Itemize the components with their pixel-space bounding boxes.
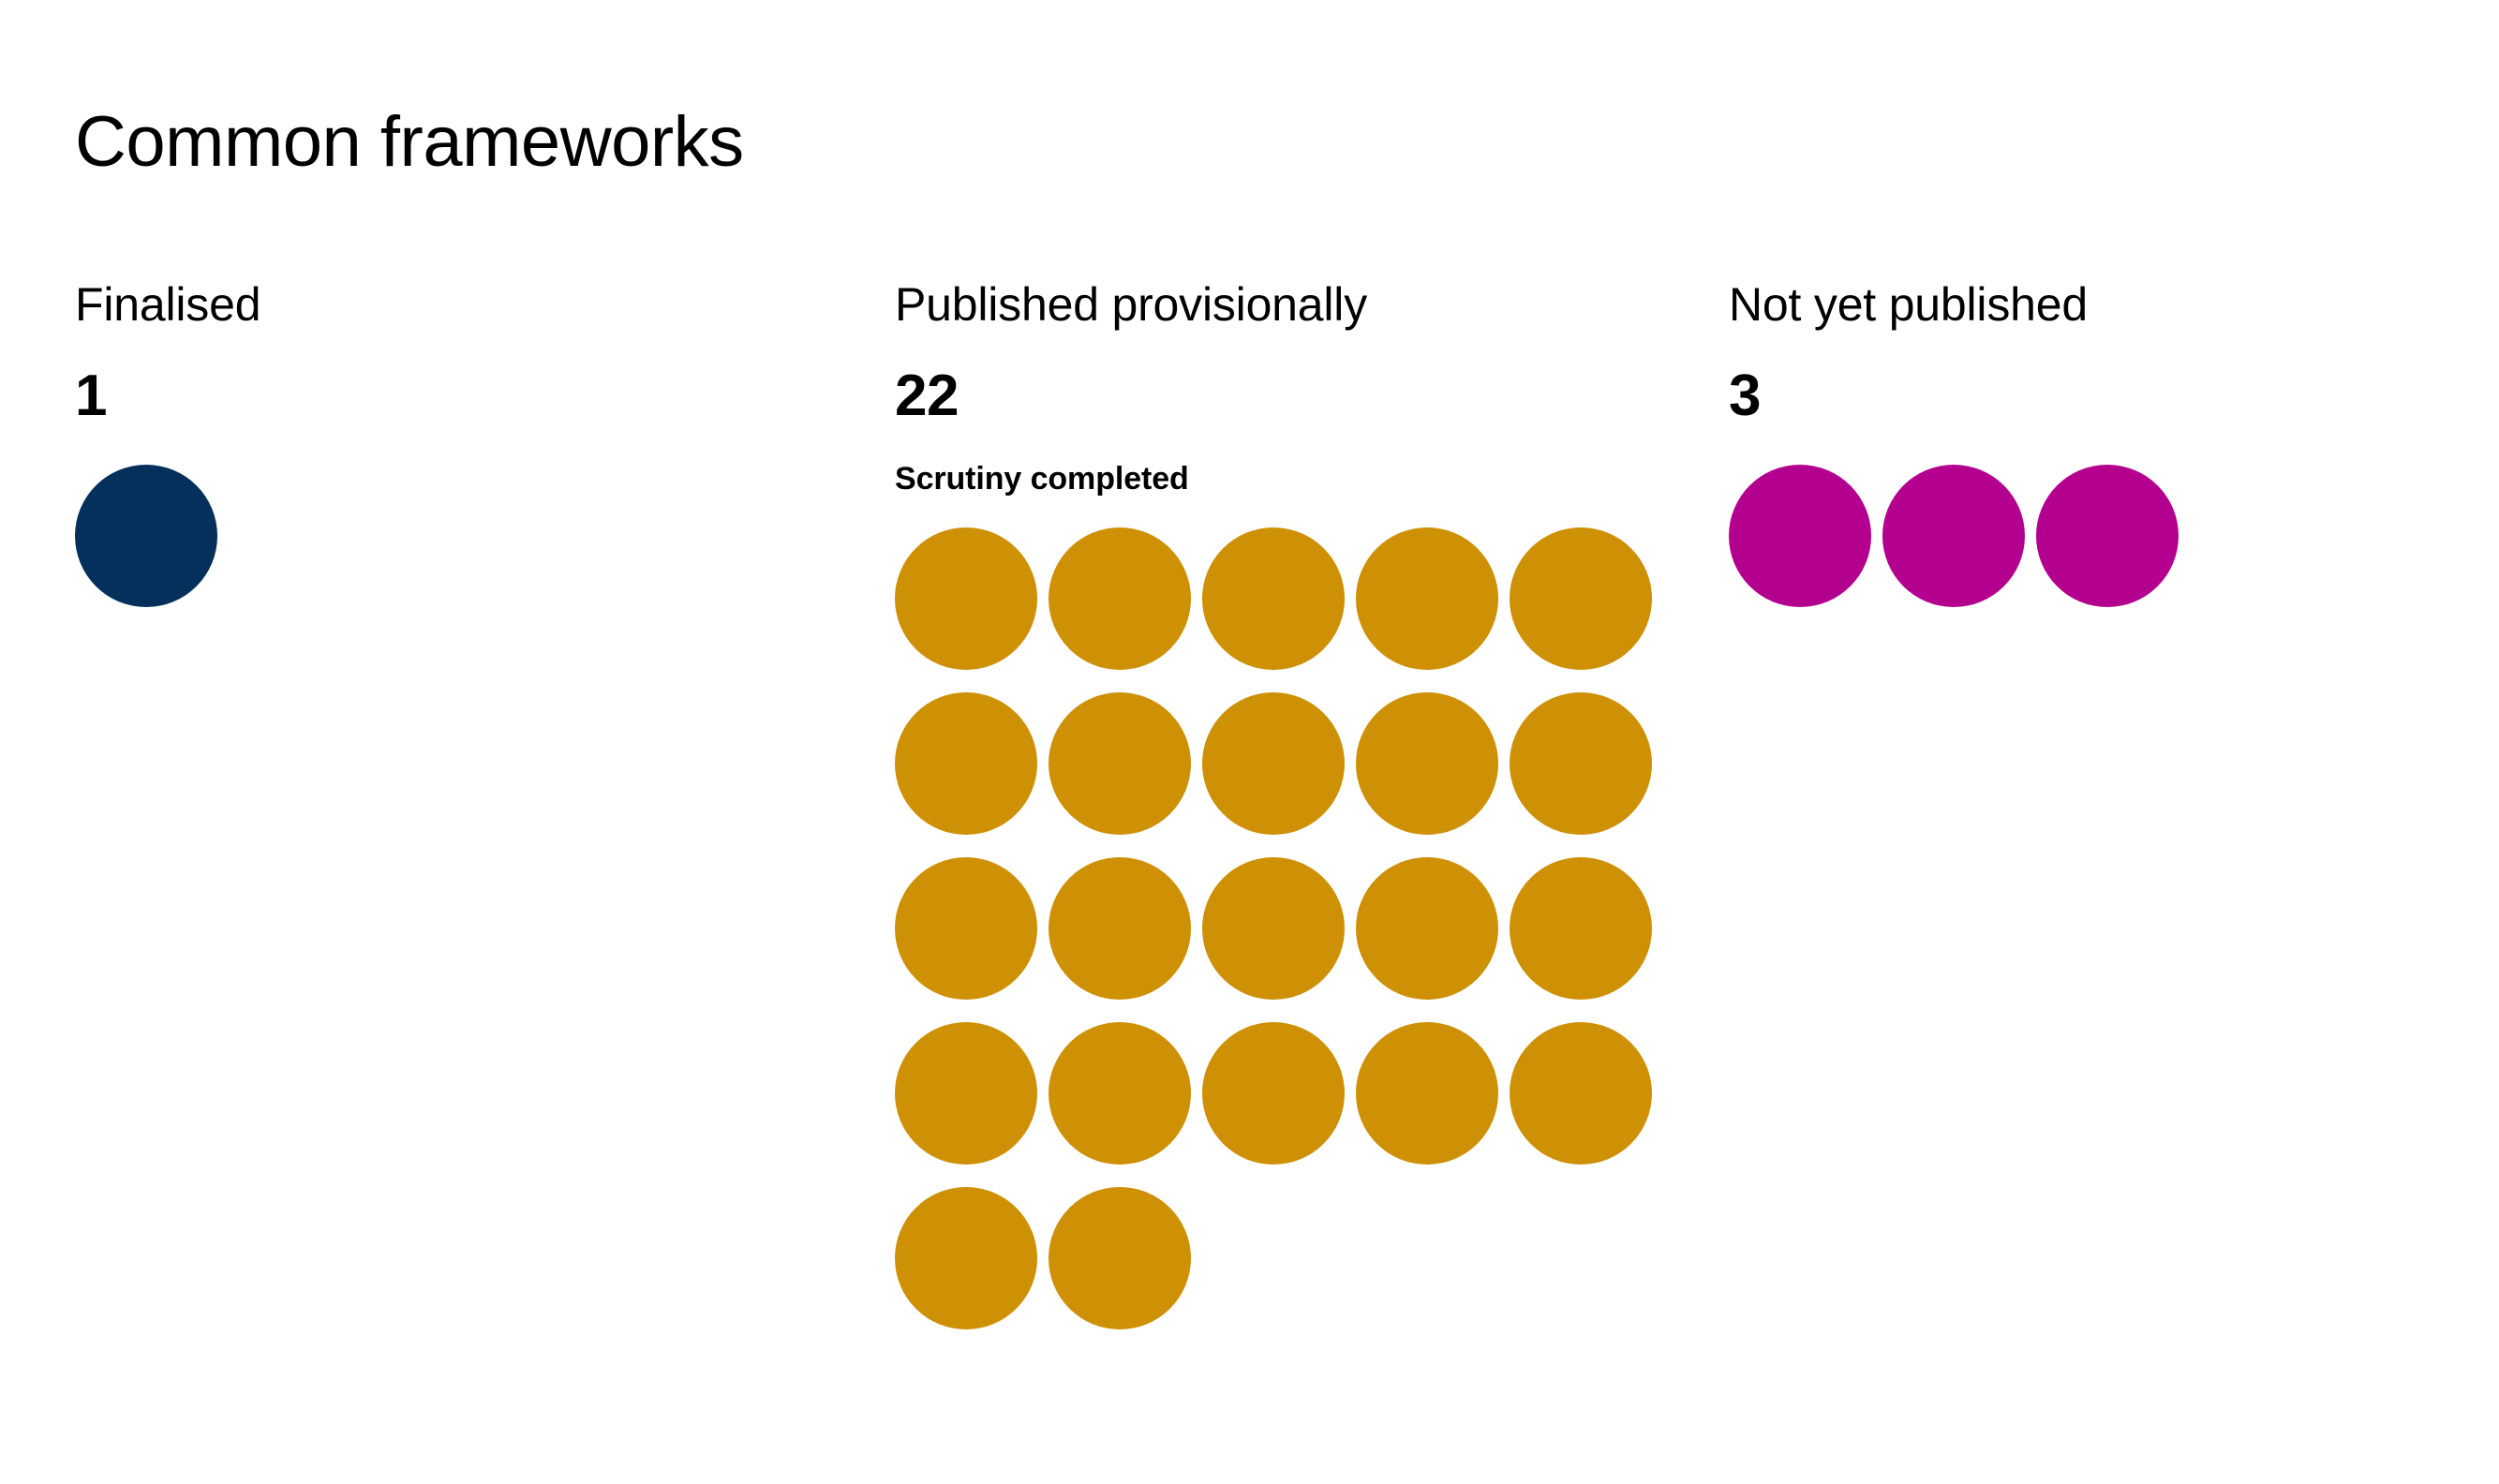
dot-cell (1356, 857, 1510, 1022)
pictogram-dot-published_provisionally (1510, 692, 1652, 835)
column-published-provisionally: Published provisionally 22 Scrutiny comp… (895, 281, 1701, 1352)
dot-grid-finalised (75, 465, 229, 630)
column-sublabel-scrutiny-completed: Scrutiny completed (895, 461, 1189, 497)
dot-cell (1049, 1187, 1202, 1352)
dot-cell (895, 527, 1049, 692)
dot-grid-not-yet-published (1729, 465, 2190, 630)
dot-cell (1049, 527, 1202, 692)
pictogram-dot-published_provisionally (895, 692, 1037, 835)
pictogram-dot-published_provisionally (895, 1022, 1037, 1165)
pictogram-dot-not_yet_published (1729, 465, 1871, 607)
dot-cell (1356, 1022, 1510, 1187)
dot-cell (1049, 1022, 1202, 1187)
column-label-published-provisionally: Published provisionally (895, 278, 1368, 331)
dot-cell (1510, 1022, 1663, 1187)
pictogram-dot-published_provisionally (1049, 527, 1191, 670)
pictogram-dot-published_provisionally (1356, 1022, 1498, 1165)
pictogram-dot-published_provisionally (1510, 527, 1652, 670)
dot-cell (75, 465, 229, 630)
column-label-finalised: Finalised (75, 278, 261, 331)
dot-cell (1202, 692, 1356, 857)
pictogram-dot-published_provisionally (1202, 857, 1345, 1000)
pictogram-dot-published_provisionally (1049, 857, 1191, 1000)
pictogram-dot-published_provisionally (1049, 1022, 1191, 1165)
dot-cell (1202, 1022, 1356, 1187)
pictogram-dot-published_provisionally (1049, 692, 1191, 835)
dot-cell (1882, 465, 2036, 630)
dot-cell (1202, 527, 1356, 692)
pictogram-dot-published_provisionally (1510, 857, 1652, 1000)
pictogram-dot-published_provisionally (895, 1187, 1037, 1329)
column-value-published-provisionally: 22 (895, 364, 959, 428)
dot-cell (1510, 527, 1663, 692)
column-finalised: Finalised 1 (75, 281, 806, 630)
pictogram-dot-published_provisionally (1202, 692, 1345, 835)
dot-cell (895, 857, 1049, 1022)
dot-cell (1202, 857, 1356, 1022)
dot-cell (895, 692, 1049, 857)
dot-grid-published-provisionally (895, 527, 1663, 1352)
pictogram-dot-not_yet_published (2036, 465, 2179, 607)
pictogram-dot-published_provisionally (895, 857, 1037, 1000)
pictogram-dot-published_provisionally (1049, 1187, 1191, 1329)
pictogram-dot-finalised (75, 465, 217, 607)
column-value-finalised: 1 (75, 364, 107, 428)
dot-cell (1729, 465, 1882, 630)
dot-cell (2036, 465, 2190, 630)
pictogram-dot-published_provisionally (1356, 527, 1498, 670)
dot-cell (895, 1187, 1049, 1352)
dot-cell (1356, 527, 1510, 692)
dot-cell (1510, 692, 1663, 857)
column-value-not-yet-published: 3 (1729, 364, 1761, 428)
pictogram-dot-not_yet_published (1882, 465, 2025, 607)
dot-cell (895, 1022, 1049, 1187)
column-not-yet-published: Not yet published 3 (1729, 281, 2460, 630)
column-label-not-yet-published: Not yet published (1729, 278, 2088, 331)
dot-cell (1356, 692, 1510, 857)
dot-cell (1510, 857, 1663, 1022)
pictogram-dot-published_provisionally (895, 527, 1037, 670)
pictogram-dot-published_provisionally (1510, 1022, 1652, 1165)
pictogram-dot-published_provisionally (1356, 692, 1498, 835)
pictogram-dot-published_provisionally (1356, 857, 1498, 1000)
dot-cell (1049, 857, 1202, 1022)
dot-cell (1049, 692, 1202, 857)
pictogram-dot-published_provisionally (1202, 1022, 1345, 1165)
page-title: Common frameworks (75, 102, 744, 182)
pictogram-dot-published_provisionally (1202, 527, 1345, 670)
